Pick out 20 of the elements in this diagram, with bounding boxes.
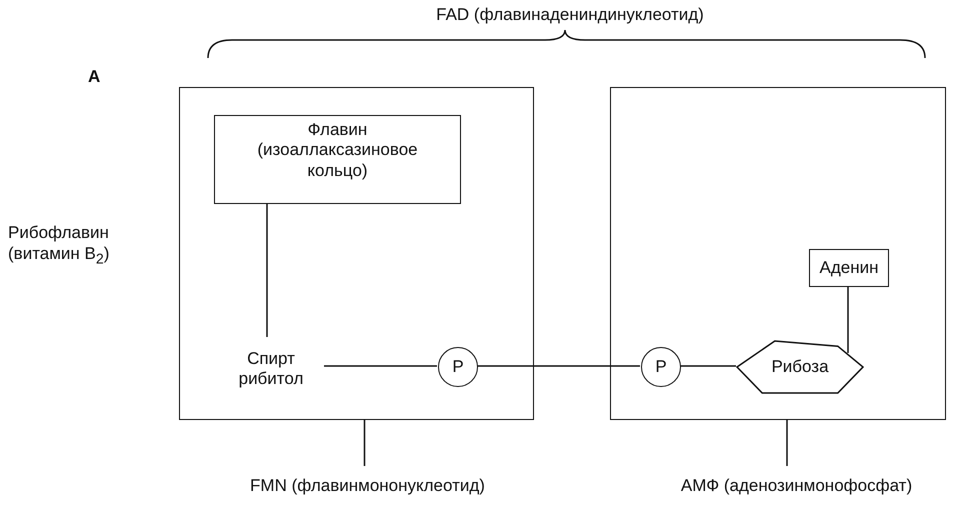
ribose-pentagon: Рибоза [737,341,863,393]
panel-letter: A [88,66,102,88]
connector-line [680,365,736,367]
formula-caption: FAD (флавинадениндинуклеотид) [435,4,705,26]
component-box: Аденин [809,249,889,287]
component-label: FMN (флавинмононуклеотид) [195,472,540,500]
leader-line [364,420,366,466]
phosphate-circle: P [438,347,478,387]
component-label: Спирт рибитол [223,344,319,394]
component-frame [610,87,946,420]
connector-line [266,203,268,337]
component-box: Флавин (изоаллаксазиновое кольцо) [214,115,461,204]
connector-line [847,286,849,353]
formula-caption: Рибофлавин (витамин B$_{2}$) [8,222,110,270]
component-label: АМФ (аденозинмонофосфат) [628,472,965,500]
phosphate-circle: P [641,347,681,387]
component-frame [179,87,534,420]
leader-line [786,420,788,466]
connector-line [324,365,437,367]
connector-line [477,365,640,367]
